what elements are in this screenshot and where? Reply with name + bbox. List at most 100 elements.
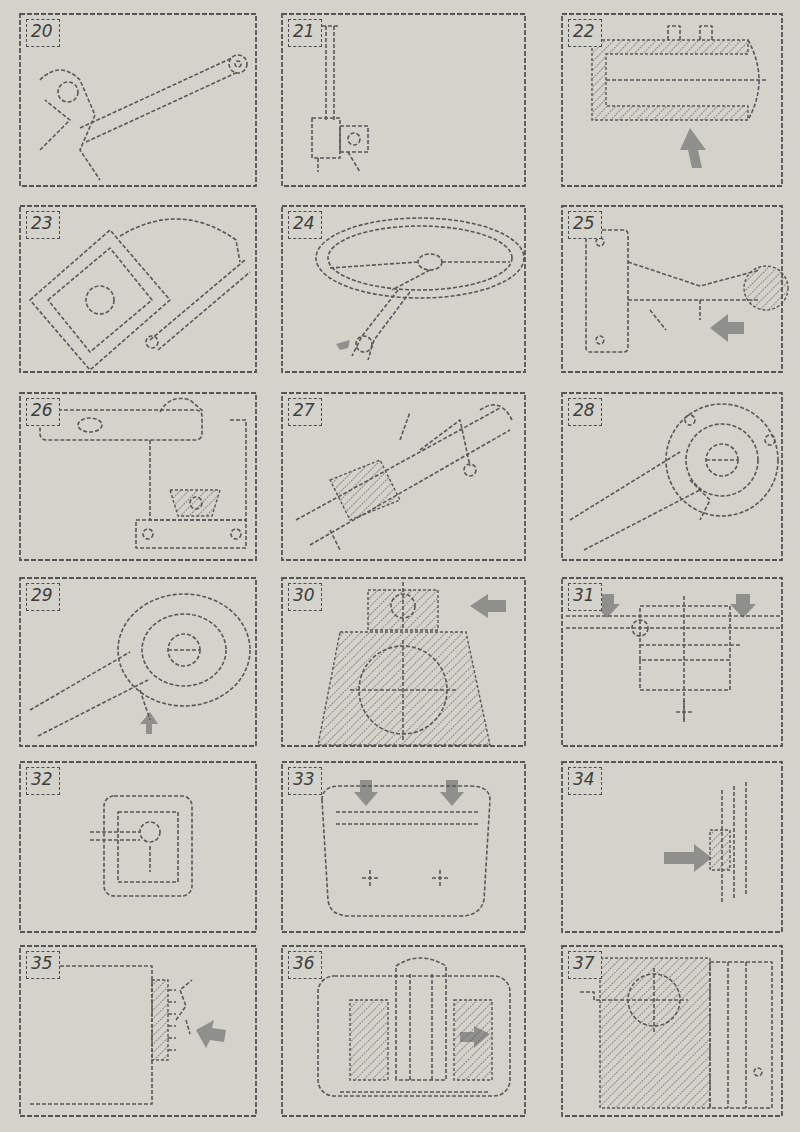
mount-sketch [596, 238, 604, 246]
block-sketch [104, 796, 192, 896]
rack-sketch [30, 966, 152, 1104]
bracket-sketch [30, 219, 250, 370]
rack-sketch [168, 990, 176, 1050]
clamp-sketch [460, 1026, 490, 1048]
block-sketch [90, 832, 150, 872]
callout-number: 31 [573, 585, 595, 605]
mount-sketch [586, 230, 788, 352]
panel-frame [282, 578, 525, 746]
flange-sketch [690, 480, 710, 520]
column-sketch [710, 962, 772, 1108]
clamp-sketch [318, 958, 510, 1096]
flange-sketch [570, 452, 700, 550]
rack-sketch [152, 980, 168, 1060]
shaft-sketch [340, 126, 368, 152]
tube-sketch [296, 405, 512, 550]
housing-sketch [143, 529, 153, 539]
callout-number: 22 [573, 21, 595, 41]
callout-number: 35 [31, 953, 53, 973]
panel-number: 21 [288, 19, 322, 47]
panel-frame [20, 14, 782, 1116]
tank-sketch [336, 812, 478, 824]
bracket-sketch [146, 336, 158, 348]
panel-number: 29 [26, 583, 60, 611]
callout-number: 25 [573, 213, 595, 233]
panel-number: 24 [288, 211, 322, 239]
tube-sketch [464, 464, 476, 476]
callout-number: 37 [573, 953, 595, 973]
panel-number: 36 [288, 951, 322, 979]
flange-sketch [666, 404, 778, 516]
wheel-sketch [328, 226, 512, 290]
cylinder-sketch [680, 128, 706, 168]
panel-frame [562, 578, 782, 746]
housing-sketch [350, 582, 456, 740]
tank-sketch [322, 786, 490, 916]
callout-number: 29 [31, 585, 53, 605]
shaft-sketch [640, 596, 740, 720]
callout-number: 20 [31, 21, 53, 41]
mount-sketch [744, 266, 788, 310]
cylinder-sketch [592, 26, 768, 168]
panel-frame [282, 946, 525, 1116]
panel-frame [282, 206, 525, 372]
housing-sketch [470, 594, 506, 618]
column-sketch [600, 958, 710, 1108]
clamp-sketch [340, 1091, 490, 1093]
callout-number: 24 [293, 213, 315, 233]
panel-number: 25 [568, 211, 602, 239]
shaft-sketch [632, 620, 648, 636]
callout-number: 32 [31, 769, 53, 789]
tube-sketch [330, 460, 400, 520]
tube-sketch [330, 530, 340, 550]
panel-number: 26 [26, 398, 60, 426]
shaft-sketch [312, 26, 368, 172]
block-sketch [90, 796, 192, 896]
mount-sketch [586, 230, 628, 352]
plate-sketch [664, 844, 712, 872]
panel-number: 20 [26, 19, 60, 47]
housing-sketch [78, 418, 102, 432]
panel-frame [20, 762, 256, 932]
callout-number: 36 [293, 953, 315, 973]
panel-frame [562, 946, 782, 1116]
housing-sketch [318, 632, 490, 745]
panel-number: 27 [288, 398, 322, 426]
clamp-sketch [454, 1000, 492, 1080]
flange-sketch [685, 415, 695, 425]
housing-sketch [318, 582, 506, 745]
mount-sketch [596, 336, 604, 344]
panel-frame [282, 393, 525, 560]
flange-sketch [30, 652, 148, 736]
panel-number: 30 [288, 583, 322, 611]
panel-frame [20, 578, 256, 746]
cylinder-sketch [606, 40, 768, 120]
flange-sketch [765, 435, 775, 445]
shaft-sketch [730, 594, 756, 618]
column-sketch [580, 962, 746, 1108]
housing-sketch [40, 399, 246, 549]
panel-frame [282, 14, 525, 186]
rack-sketch [30, 966, 226, 1104]
tank-sketch [354, 780, 378, 806]
tank-sketch [322, 780, 490, 916]
tube-sketch [296, 408, 510, 545]
wheel-sketch [336, 340, 350, 350]
callout-number: 33 [293, 769, 315, 789]
bracket-sketch [48, 248, 152, 352]
lever-sketch [80, 58, 238, 142]
shaft-sketch [322, 26, 338, 120]
mount-sketch [710, 314, 744, 342]
clamp-sketch [350, 1000, 388, 1080]
callout-number: 26 [31, 400, 53, 420]
bracket-sketch [120, 219, 250, 350]
wheel-sketch [330, 262, 510, 290]
panel-frame [562, 762, 782, 932]
shaft-sketch [566, 616, 780, 628]
housing-sketch [136, 520, 246, 548]
housing-sketch [150, 399, 246, 521]
panel-number: 32 [26, 767, 60, 795]
lever-sketch [40, 55, 247, 180]
